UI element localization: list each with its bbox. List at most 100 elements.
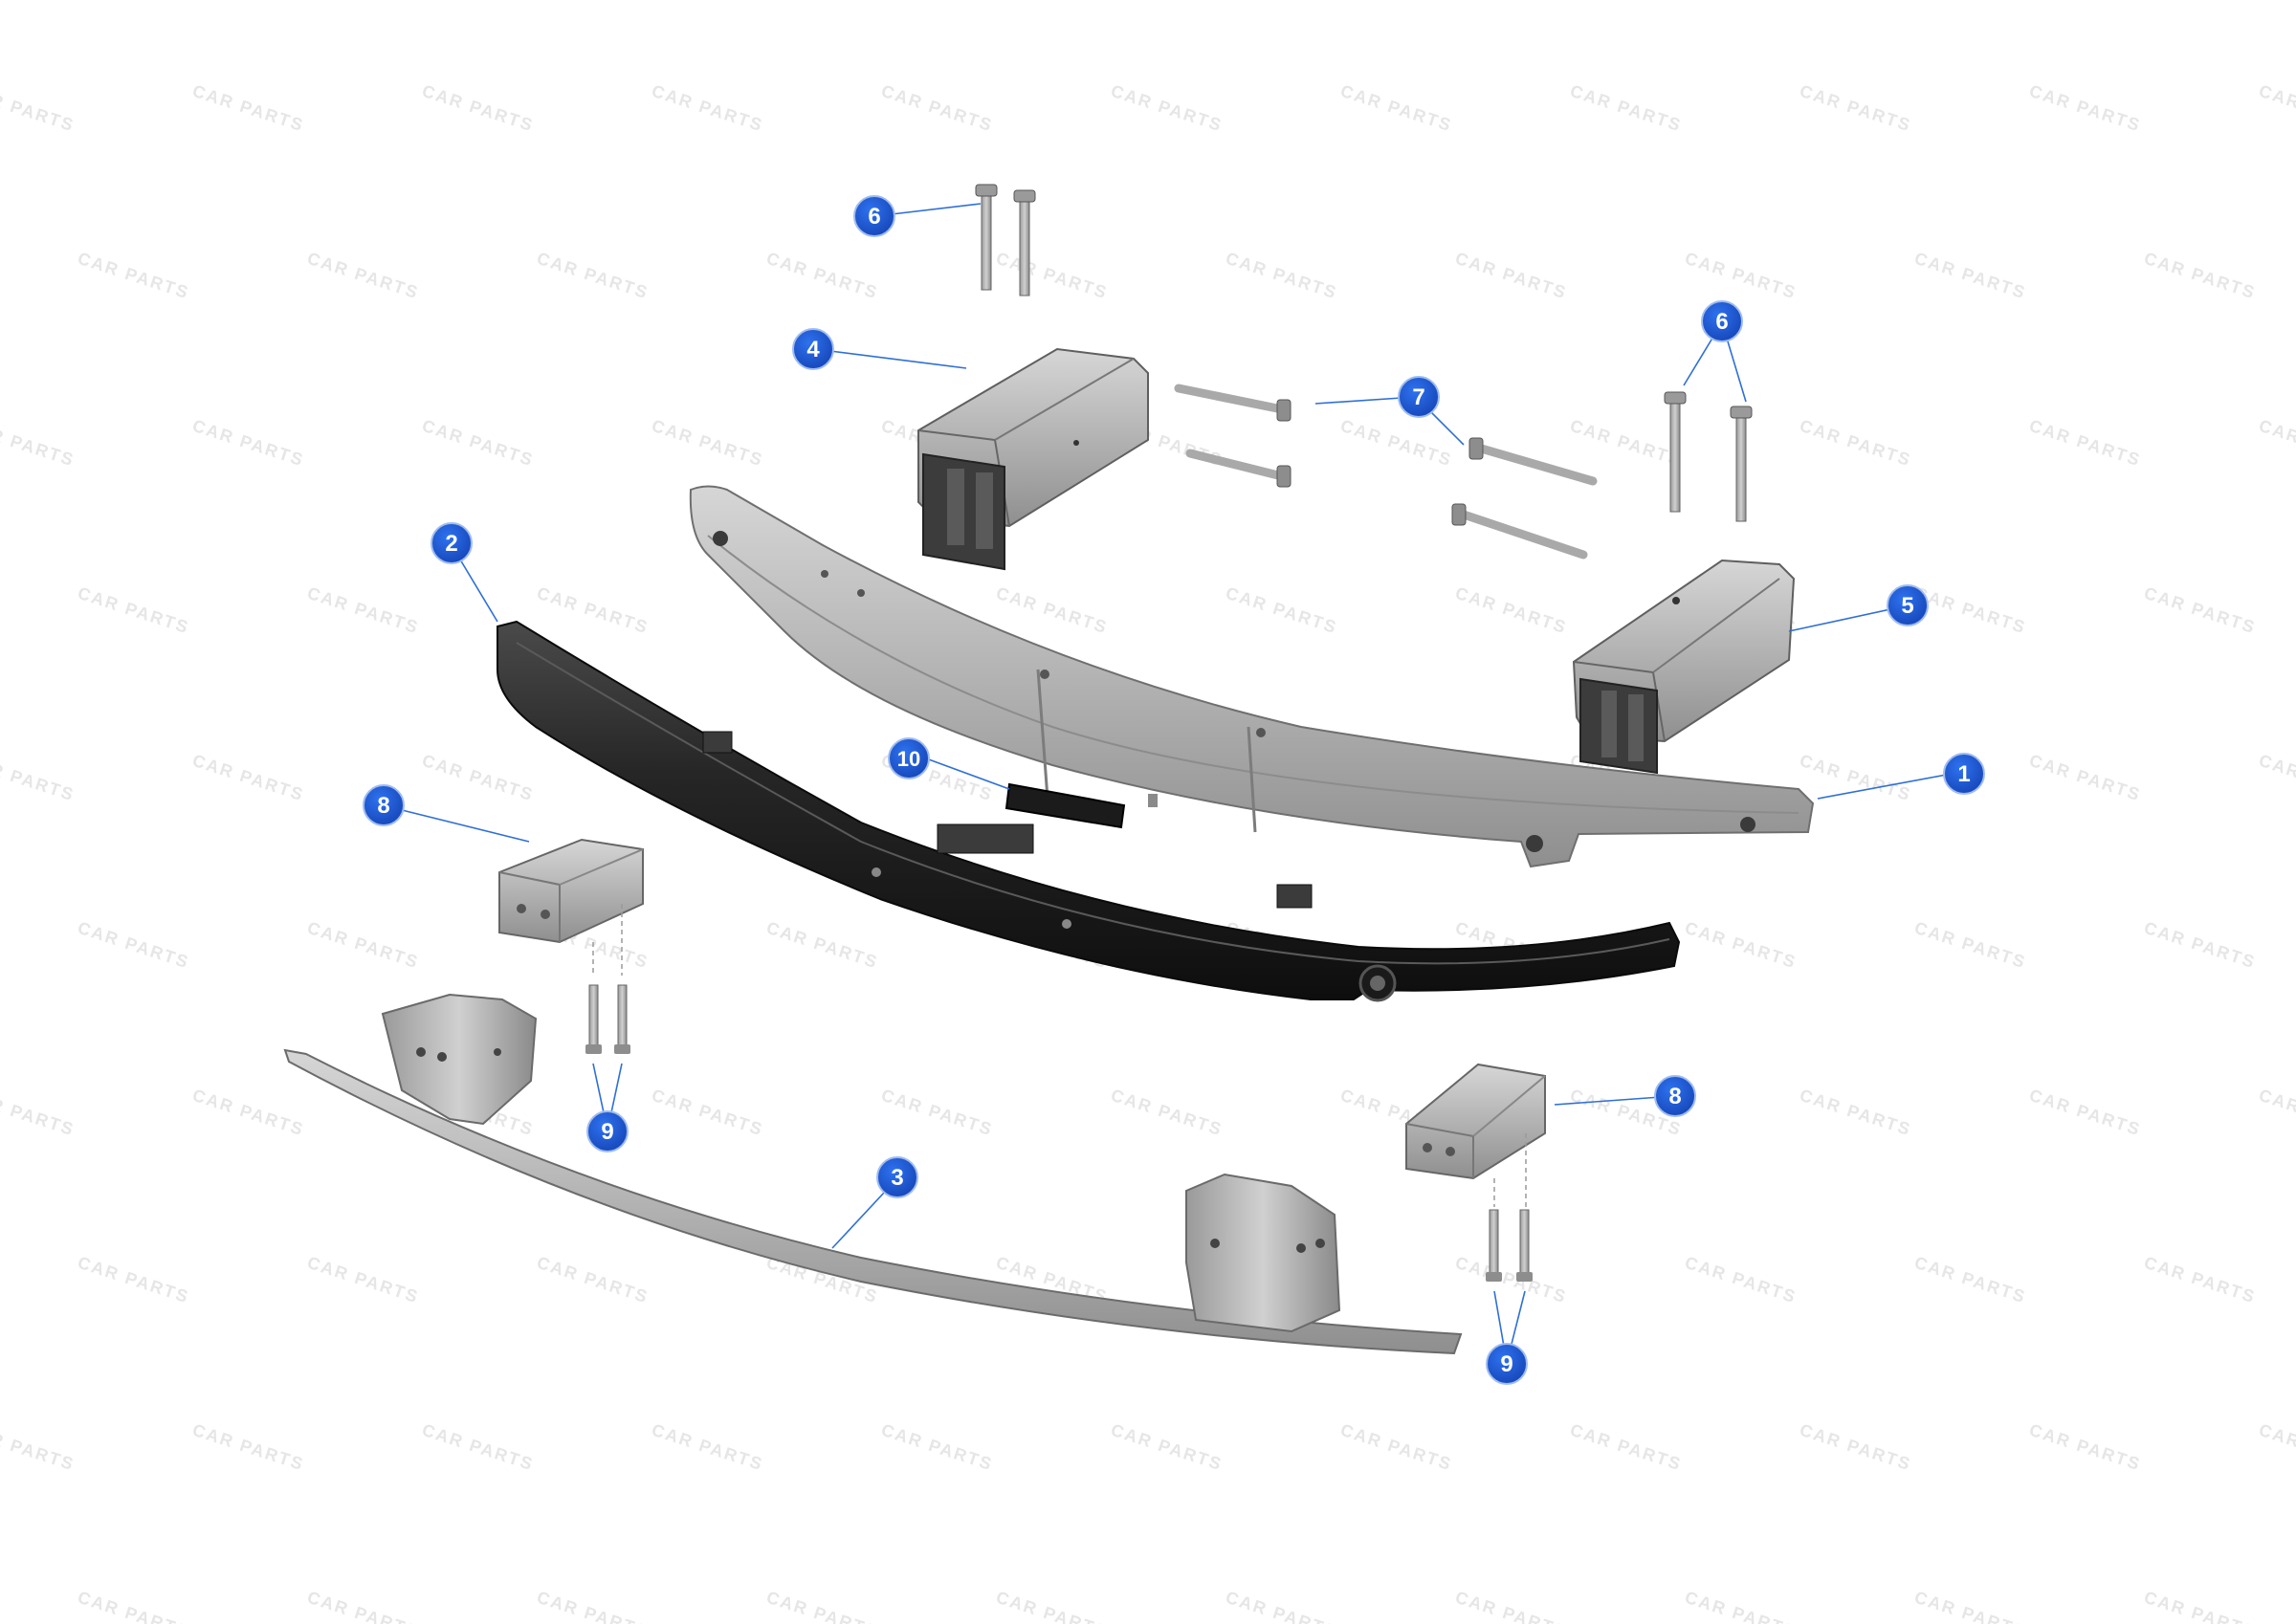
watermark-text: CAR PARTS	[994, 249, 1111, 303]
watermark-text: CAR PARTS	[305, 1588, 422, 1624]
watermark-text: CAR PARTS	[2257, 1420, 2296, 1475]
watermark-text: CAR PARTS	[190, 416, 307, 471]
watermark-text: CAR PARTS	[1109, 1420, 1225, 1475]
watermark-text: CAR PARTS	[1683, 918, 1799, 973]
svg-text:10: 10	[897, 747, 920, 771]
watermark-text: CAR PARTS	[879, 1086, 996, 1140]
watermark-text: CAR PARTS	[535, 249, 651, 303]
part-4-crash-box-left	[917, 347, 1149, 571]
watermark-text: CAR PARTS	[305, 583, 422, 638]
watermark-text: CAR PARTS	[994, 583, 1111, 638]
callout-3: 3	[876, 1156, 918, 1198]
watermark-text: CAR PARTS	[879, 1420, 996, 1475]
watermark-text: CAR PARTS	[2142, 1253, 2259, 1307]
part-2-energy-absorber	[497, 620, 1681, 1002]
part-5-crash-box-right	[1572, 559, 1796, 775]
watermark-text: CAR PARTS	[650, 416, 766, 471]
watermark-text: CAR PARTS	[1453, 583, 1570, 638]
callout-1: 1	[1943, 753, 1985, 795]
svg-text:4: 4	[806, 337, 820, 362]
svg-text:9: 9	[601, 1119, 613, 1145]
watermark-text: CAR PARTS	[1683, 1253, 1799, 1307]
part-1-bumper-beam	[689, 485, 1815, 868]
watermark-text: CAR PARTS	[2142, 918, 2259, 973]
watermark-text: CAR PARTS	[76, 1588, 192, 1624]
watermark-text: CAR PARTS	[2027, 1086, 2144, 1140]
callout-7: 7	[1398, 376, 1440, 418]
svg-text:2: 2	[445, 531, 457, 557]
part-10-pad	[1004, 782, 1126, 829]
watermark-text: CAR PARTS	[76, 1253, 192, 1307]
watermark-text: CAR PARTS	[650, 81, 766, 136]
watermark-text: CAR PARTS	[1109, 81, 1225, 136]
watermark-text: CAR PARTS	[190, 751, 307, 805]
watermark-text: CAR PARTS	[1224, 583, 1340, 638]
watermark-text: CAR PARTS	[420, 751, 537, 805]
svg-text:6: 6	[1715, 309, 1728, 335]
watermark-text: CAR PARTS	[764, 249, 881, 303]
watermark-text: CAR PARTS	[1912, 583, 2029, 638]
watermark-text: CAR PARTS	[535, 583, 651, 638]
watermark-text: CAR PARTS	[2027, 751, 2144, 805]
watermark-text: CAR PARTS	[305, 1253, 422, 1307]
watermark-text: CAR PARTS	[420, 81, 537, 136]
callout-9a: 9	[586, 1110, 629, 1152]
watermark-text: CAR PARTS	[2257, 1086, 2296, 1140]
svg-text:9: 9	[1500, 1351, 1512, 1377]
watermark-text: CAR PARTS	[76, 918, 192, 973]
watermark-text: CAR PARTS	[1798, 81, 1914, 136]
watermark-text: CAR PARTS	[2142, 1588, 2259, 1624]
callout-4: 4	[792, 328, 834, 370]
watermark-text: CAR PARTS	[2027, 81, 2144, 136]
callout-6a: 6	[853, 195, 895, 237]
watermark-text: CAR PARTS	[420, 1420, 537, 1475]
svg-text:5: 5	[1901, 593, 1913, 619]
watermark-text: CAR PARTS	[764, 918, 881, 973]
part-8-block-left	[498, 838, 644, 944]
watermark-text: CAR PARTS	[0, 751, 77, 805]
watermark-text: CAR PARTS	[1453, 1253, 1570, 1307]
part-8-block-right	[1405, 1063, 1546, 1180]
svg-text:7: 7	[1412, 384, 1424, 410]
watermark-text: CAR PARTS	[1912, 918, 2029, 973]
part-6-bolts-upper	[975, 184, 1036, 296]
part-7-bolts	[1174, 384, 1598, 560]
watermark-text: CAR PARTS	[764, 1588, 881, 1624]
watermark-text: CAR PARTS	[1798, 416, 1914, 471]
watermark-text: CAR PARTS	[1912, 1588, 2029, 1624]
part-3-lower-beam	[283, 993, 1463, 1355]
callout-6b: 6	[1701, 300, 1743, 342]
watermark-text: CAR PARTS	[2027, 416, 2144, 471]
watermark-text: CAR PARTS	[1338, 81, 1455, 136]
part-9-bolts-left	[585, 904, 630, 1054]
watermark-layer: CAR PARTS CAR PARTS CAR PARTS CAR PARTS CAR …	[0, 81, 2296, 1624]
watermark-text: CAR PARTS	[2142, 249, 2259, 303]
callout-2: 2	[430, 522, 473, 564]
watermark-text: CAR PARTS	[2257, 81, 2296, 136]
watermark-text: CAR PARTS	[0, 416, 77, 471]
watermark-text: CAR PARTS	[1338, 416, 1455, 471]
watermark-text: CAR PARTS	[1338, 1420, 1455, 1475]
watermark-text: CAR PARTS	[650, 1420, 766, 1475]
callout-markers: 1 2 3 4 5 6 6 7	[363, 195, 1985, 1385]
watermark-text: CAR PARTS	[535, 1253, 651, 1307]
watermark-text: CAR PARTS	[190, 1420, 307, 1475]
watermark-text: CAR PARTS	[305, 918, 422, 973]
svg-text:6: 6	[868, 204, 880, 230]
callout-9b: 9	[1486, 1343, 1528, 1385]
watermark-text: CAR PARTS	[1109, 1086, 1225, 1140]
watermark-text: CAR PARTS	[2142, 583, 2259, 638]
watermark-text: CAR PARTS	[1568, 416, 1685, 471]
watermark-text: CAR PARTS	[1453, 249, 1570, 303]
watermark-text: CAR PARTS	[76, 583, 192, 638]
watermark-text: CAR PARTS	[0, 81, 77, 136]
svg-text:8: 8	[377, 793, 389, 819]
watermark-text: CAR PARTS	[420, 416, 537, 471]
watermark-text: CAR PARTS	[1798, 751, 1914, 805]
watermark-text: CAR PARTS	[994, 1588, 1111, 1624]
watermark-text: CAR PARTS	[650, 1086, 766, 1140]
watermark-text: CAR PARTS	[0, 1420, 77, 1475]
watermark-text: CAR PARTS	[1224, 1588, 1340, 1624]
part-9-bolts-right	[1486, 1133, 1533, 1282]
